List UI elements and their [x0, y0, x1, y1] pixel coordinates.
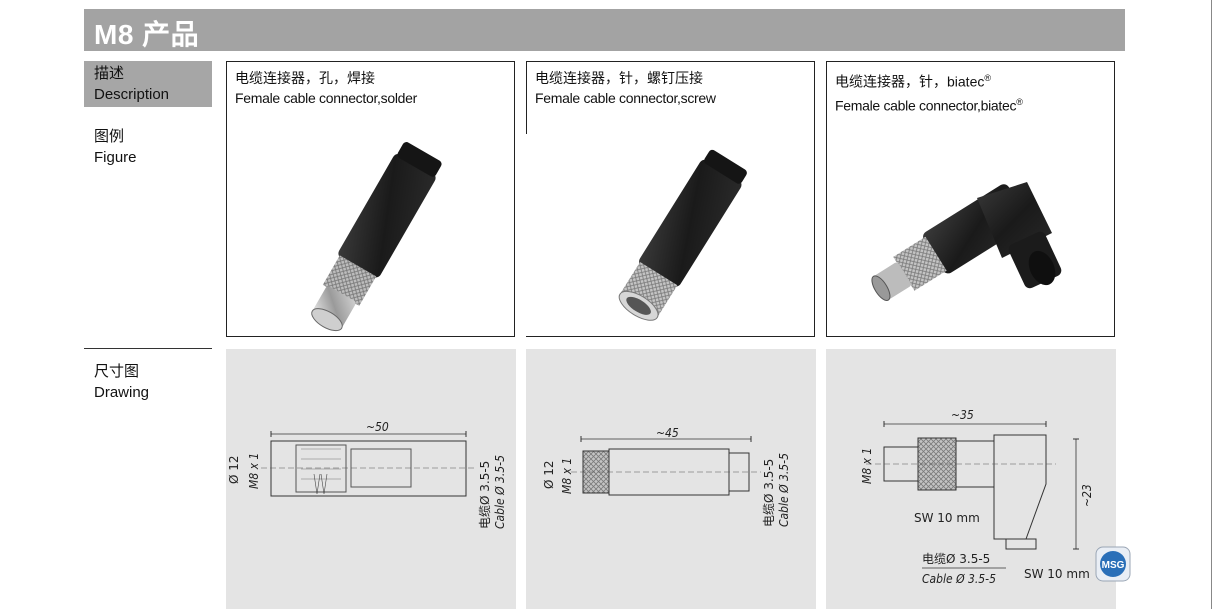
cable-label-en: Cable Ø 3.5-5	[777, 453, 791, 527]
technical-drawing: ~50 Ø 12 M8 x 1 电缆Ø 3.5-5 Cable Ø 3.5-5	[227, 420, 507, 529]
description-label: 描述 Description	[94, 63, 169, 105]
product-title-en: Female cable connector,biatec	[835, 97, 1017, 114]
wrench-size-1: SW 10 mm	[914, 511, 980, 525]
technical-drawing: ~45 Ø 12 M8 x 1 电缆Ø 3.5-5 Cable Ø 3.5-5	[542, 426, 791, 527]
product-title: 电缆连接器，孔，焊接 Female cable connector,solder	[235, 68, 417, 108]
drawing-panel-biatec: ~35 M8 x 1 ~23 SW 10 mm 电缆Ø 3.5-5 Cable …	[826, 349, 1116, 609]
product-card-screw: 电缆连接器，针，螺钉压接 Female cable connector,scre…	[526, 61, 815, 337]
length-dimension: ~35	[951, 408, 974, 422]
diameter-label: Ø 12	[227, 455, 241, 484]
product-card-biatec: 电缆连接器，针，biatec® Female cable connector,b…	[826, 61, 1115, 337]
diameter-label: Ø 12	[542, 460, 556, 489]
drawing-label: 尺寸图 Drawing	[94, 361, 149, 403]
product-title-en: Female cable connector,solder	[235, 90, 417, 106]
wrench-size-2: SW 10 mm	[1024, 567, 1090, 581]
figure-label-cn: 图例	[94, 128, 125, 145]
length-dimension: ~45	[656, 426, 679, 440]
product-title-en: Female cable connector,screw	[535, 90, 716, 106]
connector-photo	[618, 149, 747, 321]
product-card-solder: 电缆连接器，孔，焊接 Female cable connector,solder	[226, 61, 515, 337]
product-title: 电缆连接器，针，螺钉压接 Female cable connector,scre…	[535, 68, 716, 108]
description-label-en: Description	[94, 86, 170, 103]
card-partial-border	[526, 62, 527, 134]
thread-label: M8 x 1	[247, 453, 261, 489]
drawing-label-cn: 尺寸图	[94, 363, 140, 380]
cable-label-en: Cable Ø 3.5-5	[922, 572, 996, 586]
connector-photo	[871, 182, 1062, 301]
height-dimension: ~23	[1080, 484, 1094, 507]
cable-label-cn: 电缆Ø 3.5-5	[762, 459, 776, 527]
cable-label-en: Cable Ø 3.5-5	[493, 455, 507, 529]
figure-label-en: Figure	[94, 149, 137, 166]
description-label-box: 描述 Description	[84, 61, 212, 107]
connector-photo	[311, 142, 442, 332]
registered-mark-en: ®	[1016, 96, 1023, 107]
product-title-cn: 电缆连接器，针，螺钉压接	[535, 70, 703, 86]
registered-mark: ®	[984, 73, 991, 83]
product-title: 电缆连接器，针，biatec® Female cable connector,b…	[835, 68, 1023, 115]
msg-logo-icon: MSG	[1095, 546, 1131, 582]
description-label-cn: 描述	[94, 65, 125, 82]
header-bar: M8 产品	[84, 9, 1125, 51]
length-dimension: ~50	[366, 420, 389, 434]
thread-label: M8 x 1	[560, 458, 574, 494]
drawing-divider	[84, 348, 212, 349]
technical-drawing: ~35 M8 x 1 ~23 SW 10 mm 电缆Ø 3.5-5 Cable …	[860, 408, 1094, 586]
cable-label-cn: 电缆Ø 3.5-5	[478, 461, 492, 529]
cable-label-cn: 电缆Ø 3.5-5	[922, 552, 990, 566]
product-title-cn: 电缆连接器，孔，焊接	[235, 70, 375, 86]
drawing-panel-solder: ~50 Ø 12 M8 x 1 电缆Ø 3.5-5 Cable Ø 3.5-5	[226, 349, 516, 609]
logo-text: MSG	[1102, 560, 1125, 571]
product-title-cn: 电缆连接器，针，biatec	[835, 73, 985, 90]
drawing-panel-screw: ~45 Ø 12 M8 x 1 电缆Ø 3.5-5 Cable Ø 3.5-5	[526, 349, 816, 609]
page-title: M8 产品	[94, 19, 200, 50]
drawing-label-en: Drawing	[94, 384, 150, 401]
thread-label: M8 x 1	[860, 448, 874, 484]
figure-label: 图例 Figure	[94, 126, 137, 168]
